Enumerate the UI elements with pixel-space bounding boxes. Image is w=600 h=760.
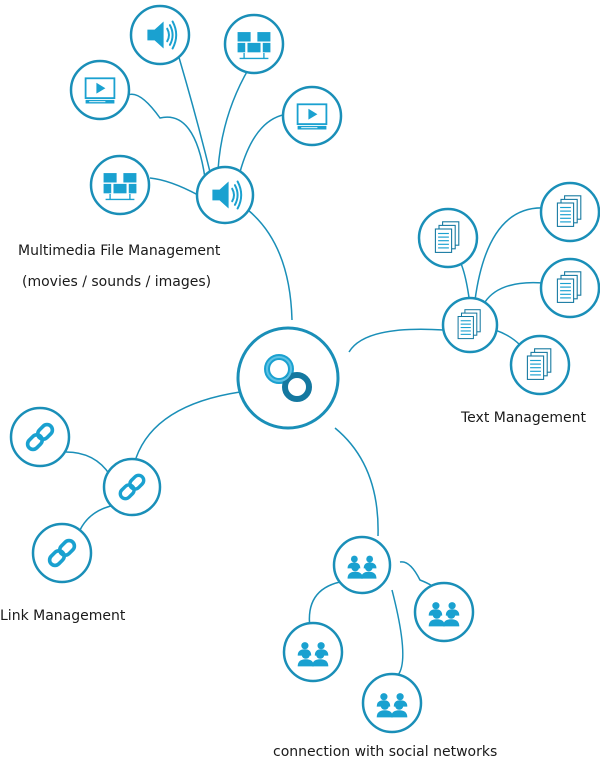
connector-center-multimedia	[247, 209, 293, 321]
documents-icon	[434, 221, 460, 253]
connector-links-upper	[65, 451, 111, 476]
documents-icon	[556, 195, 582, 227]
links-branch	[9, 406, 162, 584]
text-child-node[interactable]	[417, 207, 479, 269]
connector-text-doc-top-right	[474, 207, 546, 301]
connector-social-bottom	[391, 589, 404, 676]
multimedia-child-node[interactable]	[129, 4, 191, 66]
multimedia-sublabel: (movies / sounds / images)	[22, 274, 212, 290]
social-hub-node[interactable]	[332, 535, 392, 595]
links-label: Link Management	[0, 608, 126, 624]
links-child-node[interactable]	[31, 522, 93, 584]
text-hub-node[interactable]	[441, 296, 499, 354]
connector-multimedia-images-left	[149, 177, 199, 196]
connector-multimedia-video-right	[239, 113, 289, 173]
connector-text-doc-right	[484, 281, 544, 303]
infinity-logo-icon	[264, 354, 312, 402]
connector-links-lower	[79, 504, 116, 531]
text-label: Text Management	[461, 410, 586, 426]
connector-center-text	[348, 328, 445, 353]
links-child-node[interactable]	[9, 406, 71, 468]
social-branch	[282, 535, 475, 734]
multimedia-hub-node[interactable]	[195, 165, 255, 225]
multimedia-child-node[interactable]	[89, 154, 151, 216]
multimedia-branch	[69, 4, 343, 225]
center-node[interactable]	[236, 326, 340, 430]
connector-multimedia-video-left	[127, 93, 206, 179]
social-child-node[interactable]	[361, 672, 423, 734]
multimedia-child-node[interactable]	[69, 59, 131, 121]
connector-center-social	[334, 427, 379, 537]
social-label: connection with social networks	[273, 744, 498, 760]
multimedia-child-node[interactable]	[223, 13, 285, 75]
connector-multimedia-images-top	[217, 59, 255, 171]
social-child-node[interactable]	[413, 581, 475, 643]
documents-icon	[556, 271, 582, 303]
multimedia-child-node[interactable]	[281, 85, 343, 147]
text-child-node[interactable]	[539, 257, 600, 319]
links-hub-node[interactable]	[102, 457, 162, 517]
connector-text-doc-bottom	[494, 329, 521, 346]
documents-icon	[526, 348, 552, 380]
multimedia-label: Multimedia File Management	[18, 243, 221, 259]
text-child-node[interactable]	[509, 334, 571, 396]
text-child-node[interactable]	[539, 181, 600, 243]
connector-center-links	[135, 391, 241, 459]
social-child-node[interactable]	[282, 621, 344, 683]
text-branch	[417, 181, 600, 396]
connector-social-left	[308, 581, 341, 629]
documents-icon	[457, 309, 481, 340]
